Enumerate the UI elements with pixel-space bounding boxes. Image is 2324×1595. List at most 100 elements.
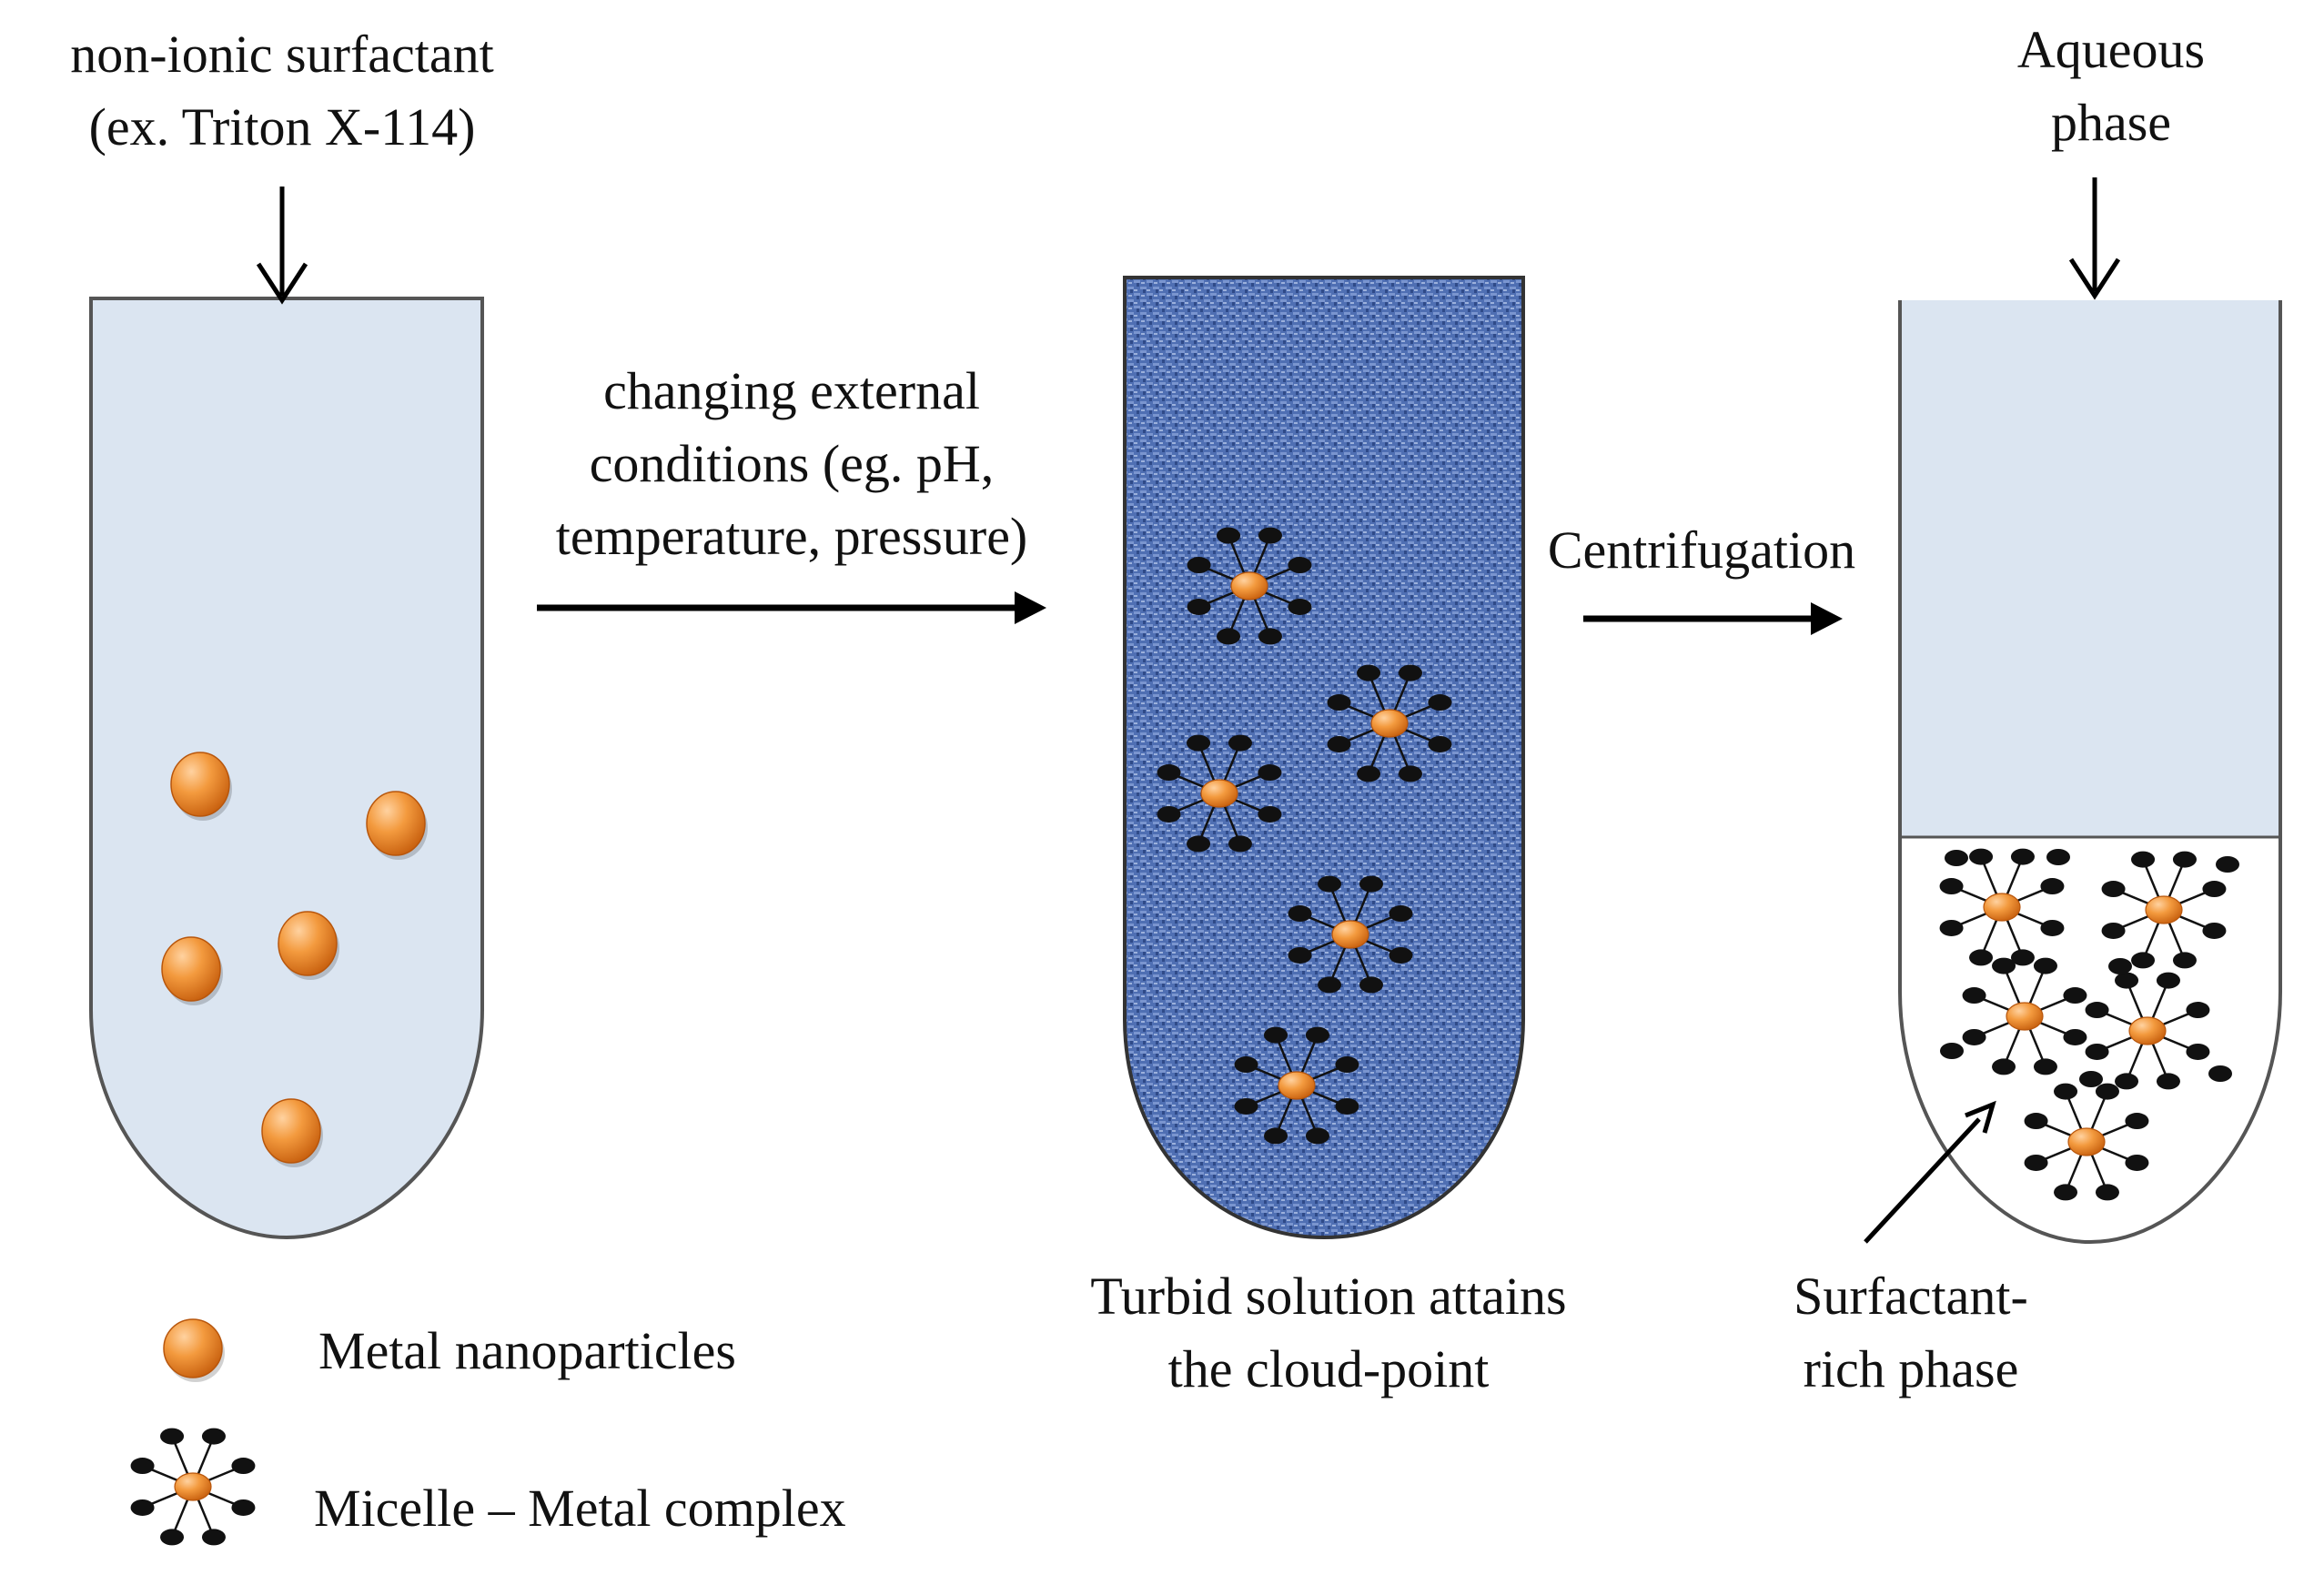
micelle-head: [2186, 1002, 2210, 1019]
micelle-head: [2033, 1058, 2057, 1075]
tube-turbid: [1123, 276, 1525, 1240]
micelle-head: [1157, 805, 1181, 823]
micelle-head: [1305, 1026, 1329, 1044]
metal-nanoparticle: [161, 936, 221, 1002]
micelle-head: [1264, 1127, 1288, 1145]
aqueous-label-line1: Aqueous: [2016, 20, 2206, 79]
micelle-head-extra: [2108, 958, 2132, 974]
micelle-head: [160, 1428, 185, 1445]
micelle-head: [1939, 878, 1964, 895]
surfactant-label-line1: non-ionic surfactant: [70, 25, 494, 84]
micelle-head: [2085, 1002, 2109, 1019]
micelle-metal-core: [2006, 1002, 2044, 1031]
micelle-head: [1327, 694, 1351, 712]
micelle-head: [1187, 598, 1211, 615]
micelle-head: [1288, 946, 1312, 964]
micelle-head: [1357, 765, 1381, 782]
micelle-head: [1428, 694, 1452, 712]
micelle-head: [2202, 881, 2227, 898]
conditions-label-line1: changing external: [603, 361, 980, 420]
micelle-head: [1228, 835, 1252, 853]
micelle-head: [2115, 972, 2139, 989]
rich-label-line2: rich phase: [1803, 1339, 2019, 1398]
tube-separated: [1898, 300, 2282, 1245]
metal-nanoparticle: [366, 791, 426, 856]
micelle-metal-complex: [2085, 972, 2210, 1090]
aqueous-label-line2: phase: [2050, 93, 2172, 152]
micelle-head: [2085, 1043, 2109, 1060]
micelle-head-extra: [2079, 1071, 2103, 1087]
legend-nanoparticles-label: Metal nanoparticles: [318, 1315, 736, 1388]
micelle-head: [1288, 905, 1312, 923]
micelle-head: [1992, 1058, 2016, 1075]
micelle-head: [1327, 735, 1351, 752]
micelle-head: [1217, 527, 1241, 544]
micelle-metal-core: [1370, 709, 1409, 738]
centrifugation-arrow-head: [1811, 602, 1843, 635]
micelle-metal-complex: [2101, 851, 2227, 969]
micelle-head: [1359, 976, 1383, 994]
micelle-head-extra: [1945, 850, 1968, 866]
micelle-head: [2040, 878, 2065, 895]
micelle-head: [2172, 851, 2197, 868]
micelle-head: [1288, 598, 1312, 615]
micelle-head: [201, 1428, 226, 1445]
micelle-head: [1228, 734, 1252, 752]
micelle-metal-complex: [1939, 848, 2065, 966]
micelle-head: [160, 1529, 185, 1546]
micelle-head: [1389, 905, 1413, 923]
micelle-head-extra: [1940, 1043, 1964, 1059]
metal-nanoparticle: [261, 1098, 321, 1164]
tube-aqueous-phase: [1900, 300, 2280, 837]
micelle-head: [2172, 952, 2197, 969]
micelle-head: [130, 1499, 155, 1516]
surfactant-arrow-head: [256, 262, 308, 305]
micelle-head: [1234, 1097, 1258, 1115]
metal-nanoparticle: [170, 752, 230, 817]
legend-nanoparticles-text: Metal nanoparticles: [318, 1321, 736, 1380]
micelle-head: [2186, 1043, 2210, 1060]
micelle-head: [1234, 1056, 1258, 1074]
micelle-metal-core: [2067, 1127, 2106, 1156]
conditions-arrow-head: [1015, 591, 1046, 624]
micelle-head: [1969, 848, 1994, 865]
micelle-metal-core: [1200, 779, 1238, 808]
micelle-head: [2101, 922, 2126, 939]
aqueous-phase-label: Aqueous phase: [1929, 14, 2293, 159]
micelle-metal-complex: [2024, 1083, 2149, 1201]
micelle-head: [1318, 875, 1342, 893]
micelle-head: [2054, 1184, 2078, 1201]
micelle-head: [1258, 764, 1282, 782]
micelle-head: [2054, 1083, 2078, 1100]
micelles-group: [1157, 527, 2239, 1201]
turbid-label-line2: the cloud-point: [1167, 1339, 1490, 1398]
legend-micelle-label: Micelle – Metal complex: [314, 1472, 846, 1545]
micelle-head: [1187, 557, 1211, 574]
micelle-head: [2131, 952, 2156, 969]
micelle-metal-complex: [1234, 1026, 1359, 1145]
micelle-head: [2063, 987, 2087, 1004]
micelle-metal-complex: [1187, 527, 1312, 645]
micelle-metal-complex: [1157, 734, 1282, 853]
micelle-head: [201, 1529, 226, 1546]
metal-nanoparticle: [278, 911, 338, 976]
micelle-metal-core: [174, 1472, 212, 1501]
micelle-head: [1398, 664, 1422, 681]
centrifugation-label-text: Centrifugation: [1547, 520, 1856, 580]
rich-phase-pointer-head: [1965, 1100, 1996, 1134]
micelle-metal-core: [1331, 920, 1369, 949]
micelle-head-extra: [2046, 849, 2070, 865]
micelle-head-extra: [2208, 1065, 2232, 1082]
nanoparticles-group: [161, 752, 428, 1167]
micelle-head: [2125, 1154, 2149, 1171]
micelle-head: [2131, 851, 2156, 868]
micelle-head: [1969, 949, 1994, 966]
micelle-head: [1258, 527, 1282, 544]
surfactant-rich-label: Surfactant- rich phase: [1747, 1260, 2075, 1406]
micelle-head: [1389, 946, 1413, 964]
micelle-head: [2125, 1113, 2149, 1130]
micelle-head: [1187, 734, 1211, 752]
micelle-head: [130, 1458, 155, 1475]
